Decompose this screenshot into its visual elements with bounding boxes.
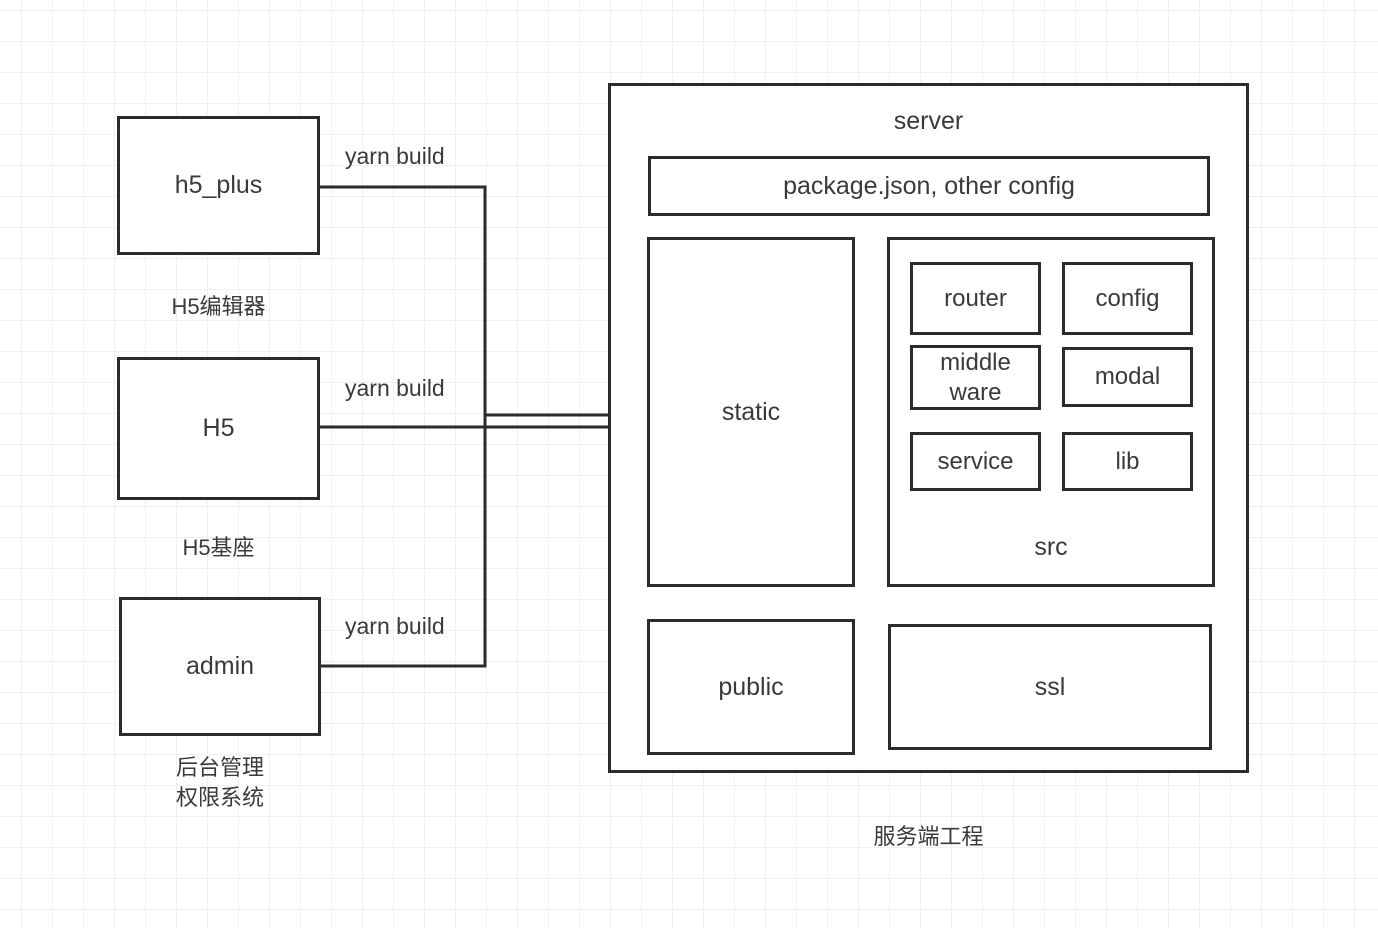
node-static[interactable]: static: [647, 237, 855, 587]
node-middleware[interactable]: middle ware: [910, 345, 1041, 410]
node-static-label: static: [721, 397, 781, 426]
node-admin[interactable]: admin: [119, 597, 321, 736]
node-lib[interactable]: lib: [1062, 432, 1193, 491]
node-config[interactable]: config: [1062, 262, 1193, 335]
node-router-label: router: [944, 284, 1007, 312]
caption-server: 服务端工程: [873, 824, 984, 849]
src-title: src: [1034, 532, 1068, 561]
node-router[interactable]: router: [910, 262, 1041, 335]
node-h5[interactable]: H5: [117, 357, 320, 500]
node-h5-plus[interactable]: h5_plus: [117, 116, 320, 255]
node-middleware-label: middle ware: [940, 349, 1011, 406]
node-ssl[interactable]: ssl: [888, 624, 1212, 750]
node-h5-label: H5: [202, 414, 235, 443]
node-ssl-label: ssl: [1034, 672, 1066, 701]
edge-label-h5-plus: yarn build: [345, 143, 445, 169]
node-lib-label: lib: [1115, 447, 1140, 475]
node-public-label: public: [718, 672, 784, 701]
node-public[interactable]: public: [647, 619, 855, 755]
edge-label-admin: yarn build: [345, 613, 445, 639]
node-modal[interactable]: modal: [1062, 347, 1193, 407]
caption-h5-plus: H5编辑器: [171, 294, 266, 319]
caption-admin: 后台管理 权限系统: [175, 755, 264, 810]
node-admin-label: admin: [185, 652, 255, 681]
caption-h5: H5基座: [182, 535, 255, 560]
edge-label-h5: yarn build: [345, 375, 445, 401]
node-service-label: service: [937, 447, 1014, 475]
node-modal-label: modal: [1094, 363, 1161, 391]
server-title: server: [893, 107, 964, 135]
node-config-label: config: [1095, 284, 1160, 312]
node-service[interactable]: service: [910, 432, 1041, 491]
node-h5-plus-label: h5_plus: [174, 171, 263, 200]
node-package-config-label: package.json, other config: [783, 171, 1075, 200]
node-package-config[interactable]: package.json, other config: [648, 156, 1210, 216]
